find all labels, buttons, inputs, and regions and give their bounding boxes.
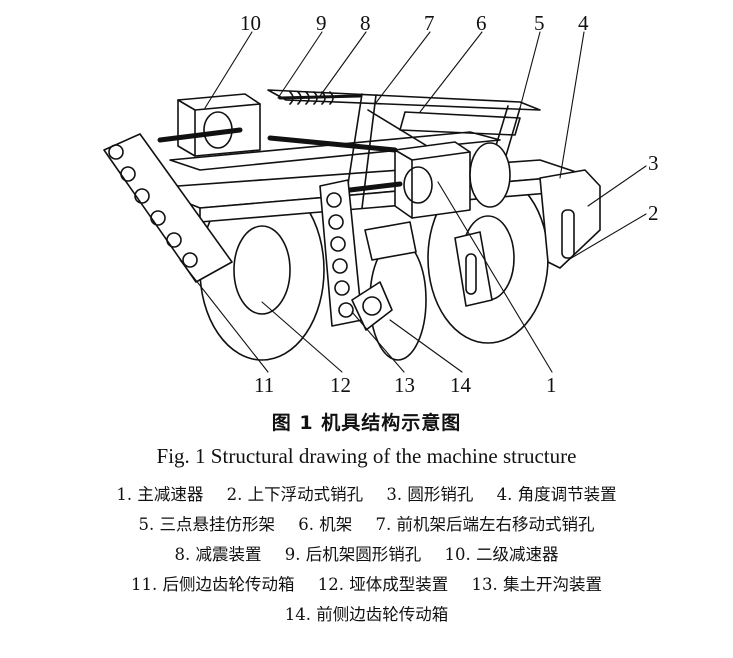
machine-structure-drawing: 10 9 8 7 6 5 4 3 2 11 12 13 14 1 — [103, 11, 659, 397]
legend-item: 6. 机架 — [298, 515, 353, 534]
callout-12: 12 — [330, 373, 351, 397]
legend-item: 5. 三点悬挂仿形架 — [138, 515, 276, 534]
legend-item: 12. 垭体成型装置 — [317, 575, 449, 594]
callout-13: 13 — [394, 373, 415, 397]
callout-6: 6 — [476, 11, 487, 35]
legend-line-2: 5. 三点悬挂仿形架 6. 机架 7. 前机架后端左右移动式销孔 — [0, 510, 733, 540]
legend-item: 3. 圆形销孔 — [386, 485, 474, 504]
callout-4: 4 — [578, 11, 589, 35]
pin-hole-plates — [364, 169, 601, 307]
callout-2: 2 — [648, 201, 659, 225]
callout-11: 11 — [254, 373, 274, 397]
legend-line-1: 1. 主减速器 2. 上下浮动式销孔 3. 圆形销孔 4. 角度调节装置 — [0, 480, 733, 510]
figure-caption-cn: 图 1 机具结构示意图 — [271, 412, 462, 434]
callout-3: 3 — [648, 151, 659, 175]
callout-8: 8 — [360, 11, 371, 35]
legend-item: 4. 角度调节装置 — [496, 485, 617, 504]
callout-1: 1 — [546, 373, 557, 397]
legend-item: 13. 集土开沟装置 — [471, 575, 603, 594]
leader-lines — [179, 31, 647, 373]
figure-caption-en: Fig. 1 Structural drawing of the machine… — [156, 444, 577, 468]
legend-item: 2. 上下浮动式销孔 — [226, 485, 364, 504]
drive-shafts — [157, 127, 403, 193]
legend-item: 10. 二级减速器 — [444, 545, 559, 564]
legend-line-3: 8. 减震装置 9. 后机架圆形销孔 10. 二级减速器 — [0, 540, 733, 570]
callout-7: 7 — [424, 11, 435, 35]
legend-item: 7. 前机架后端左右移动式销孔 — [375, 515, 595, 534]
shock-absorber — [278, 91, 362, 105]
legend-item: 14. 前侧边齿轮传动箱 — [284, 605, 449, 624]
legend-line-5: 14. 前侧边齿轮传动箱 — [0, 600, 733, 630]
callout-10: 10 — [240, 11, 261, 35]
callout-numbers: 10 9 8 7 6 5 4 3 2 11 12 13 14 1 — [240, 11, 659, 397]
legend-item: 1. 主减速器 — [116, 485, 204, 504]
callout-5: 5 — [534, 11, 545, 35]
furrow-opener — [351, 281, 393, 331]
legend-item: 9. 后机架圆形销孔 — [284, 545, 422, 564]
legend-item: 11. 后侧边齿轮传动箱 — [131, 575, 295, 594]
callout-14: 14 — [450, 373, 472, 397]
legend: 1. 主减速器 2. 上下浮动式销孔 3. 圆形销孔 4. 角度调节装置 5. … — [0, 480, 733, 630]
secondary-gearbox — [177, 93, 261, 157]
legend-item: 8. 减震装置 — [174, 545, 262, 564]
rear-side-gear-box — [103, 133, 233, 283]
legend-line-4: 11. 后侧边齿轮传动箱 12. 垭体成型装置 13. 集土开沟装置 — [0, 570, 733, 600]
callout-9: 9 — [316, 11, 327, 35]
main-reducer — [394, 141, 511, 219]
